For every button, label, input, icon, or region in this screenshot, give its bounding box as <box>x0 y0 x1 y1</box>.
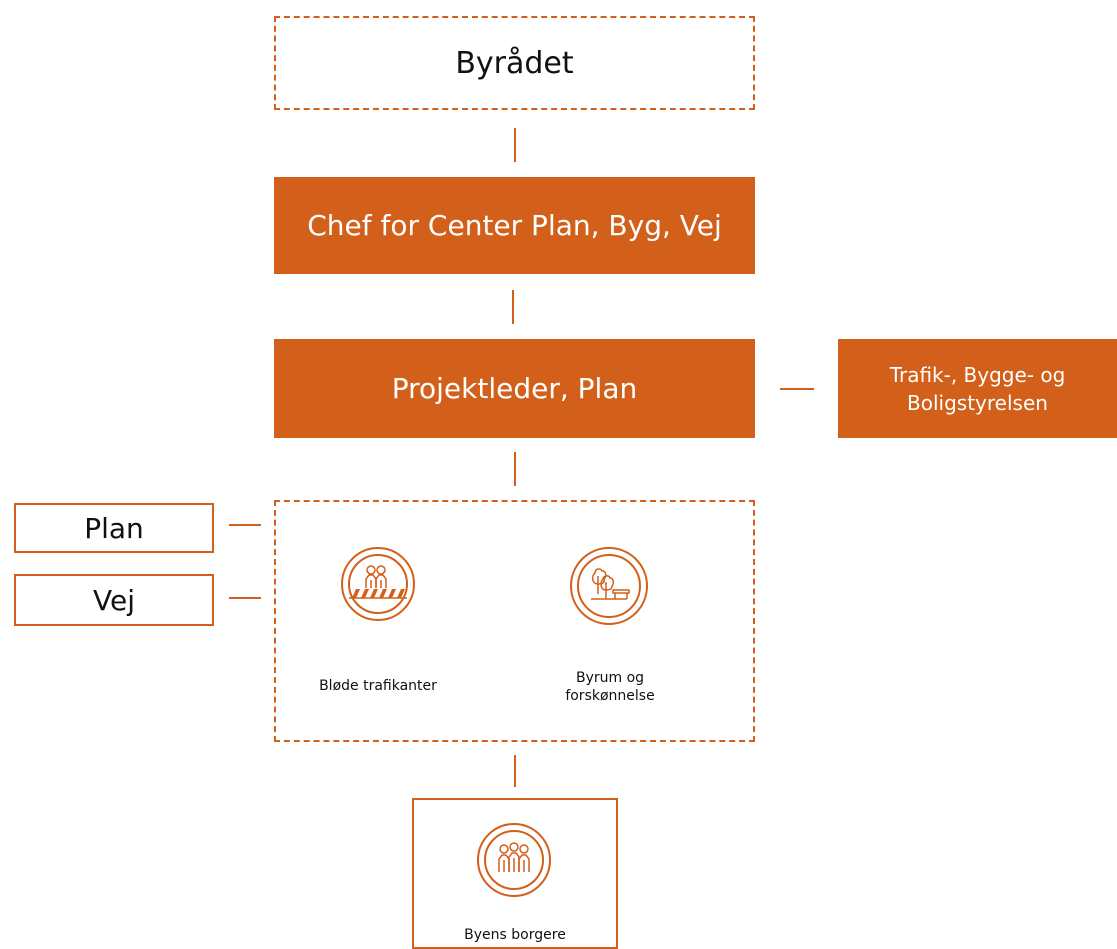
connector-council-chief <box>514 128 516 162</box>
connector-road-focus <box>229 597 261 599</box>
soft-road-users-label: Bløde trafikanter <box>319 678 437 694</box>
council-label: Byrådet <box>455 45 574 81</box>
citizens-label: Byens borgere <box>464 927 566 943</box>
urban-space-label-line1: Byrum og <box>575 670 645 686</box>
department-road-box: Vej <box>14 574 214 626</box>
department-plan-label: Plan <box>84 511 144 545</box>
council-box: Byrådet <box>274 16 755 110</box>
urban-space-label: Byrum og forskønnelse <box>555 669 665 705</box>
connector-project-lead-focus <box>514 452 516 486</box>
department-plan-box: Plan <box>14 503 214 553</box>
chief-box: Chef for Center Plan, Byg, Vej <box>274 177 755 274</box>
department-road-label: Vej <box>93 583 135 617</box>
project-lead-box: Projektleder, Plan <box>274 339 755 438</box>
project-lead-label: Projektleder, Plan <box>391 372 638 405</box>
agency-box: Trafik-, Bygge- og Boligstyrelsen <box>838 339 1117 438</box>
connector-focus-citizens <box>514 755 516 787</box>
pedestrian-crossing-icon <box>341 547 415 621</box>
connector-project-lead-agency <box>780 388 814 390</box>
urban-space-label-line2: forskønnelse <box>565 688 655 704</box>
citizens-icon-wrap <box>476 822 552 898</box>
park-trees-bench-icon <box>570 547 648 625</box>
urban-space-icon-wrap <box>569 546 649 626</box>
connector-chief-project-lead <box>512 290 514 324</box>
agency-label-line1: Trafik-, Bygge- og <box>889 362 1066 387</box>
agency-label-line2: Boligstyrelsen <box>907 390 1048 415</box>
chief-label: Chef for Center Plan, Byg, Vej <box>307 209 722 242</box>
group-people-icon <box>477 823 551 897</box>
soft-road-users-icon-wrap <box>340 546 416 622</box>
connector-plan-focus <box>229 524 261 526</box>
focus-areas-box <box>274 500 755 742</box>
